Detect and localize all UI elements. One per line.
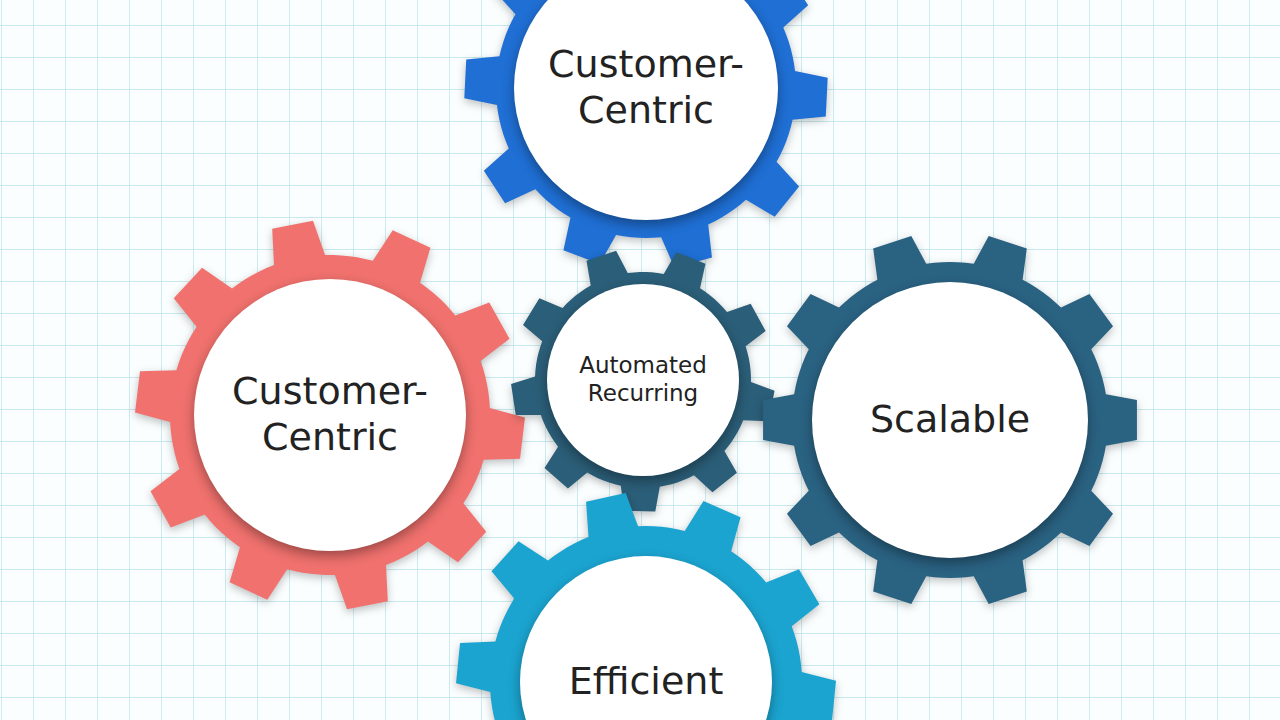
gear-label-holder: Customer- Centric (220, 369, 440, 460)
gear-label-holder: Efficient (531, 659, 761, 705)
gear-label: Scalable (835, 397, 1065, 443)
gear-teeth (456, 493, 836, 720)
gear-hub (520, 556, 772, 720)
gear-teeth (464, 0, 827, 268)
gear-hub (194, 279, 466, 551)
gear-label: Automated Recurring (568, 352, 718, 407)
gear-teeth (511, 251, 775, 512)
gear-label-holder: Customer- Centric (536, 42, 756, 133)
gear-node: Automated Recurring (511, 248, 775, 512)
gear-label: Customer- Centric (536, 42, 756, 133)
gear-node: Efficient (456, 492, 836, 720)
gear-label-holder: Scalable (835, 397, 1065, 443)
gear-node: Scalable (762, 232, 1138, 608)
gear-label: Customer- Centric (220, 369, 440, 460)
gear-hub (547, 284, 739, 476)
gear-node: Customer- Centric (135, 220, 525, 610)
gear-teeth (763, 236, 1137, 604)
gear-teeth (135, 221, 525, 610)
gear-hub (514, 0, 778, 220)
gear-label: Efficient (531, 659, 761, 705)
gear-node: Customer- Centric (464, 0, 828, 270)
gear-hub (812, 282, 1088, 558)
gear-label-holder: Automated Recurring (568, 352, 718, 407)
gear-shape (464, 0, 828, 270)
